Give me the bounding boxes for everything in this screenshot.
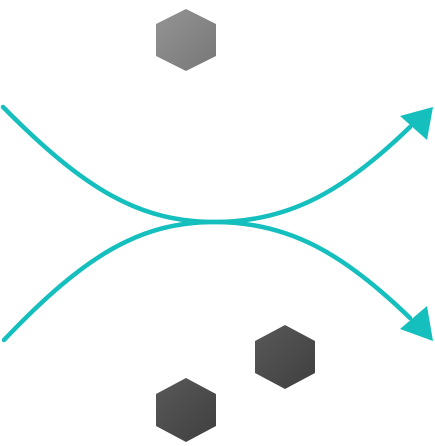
hexagon-top-icon xyxy=(156,9,216,71)
upper-arrowhead-icon xyxy=(400,107,433,140)
hexagon-bottom-right-icon xyxy=(255,325,315,389)
upper-flow-curve xyxy=(0,104,413,225)
hexagon-bottom-left-icon xyxy=(156,378,216,442)
lower-flow-curve xyxy=(1,219,413,343)
lower-arrowhead-icon xyxy=(400,306,433,341)
